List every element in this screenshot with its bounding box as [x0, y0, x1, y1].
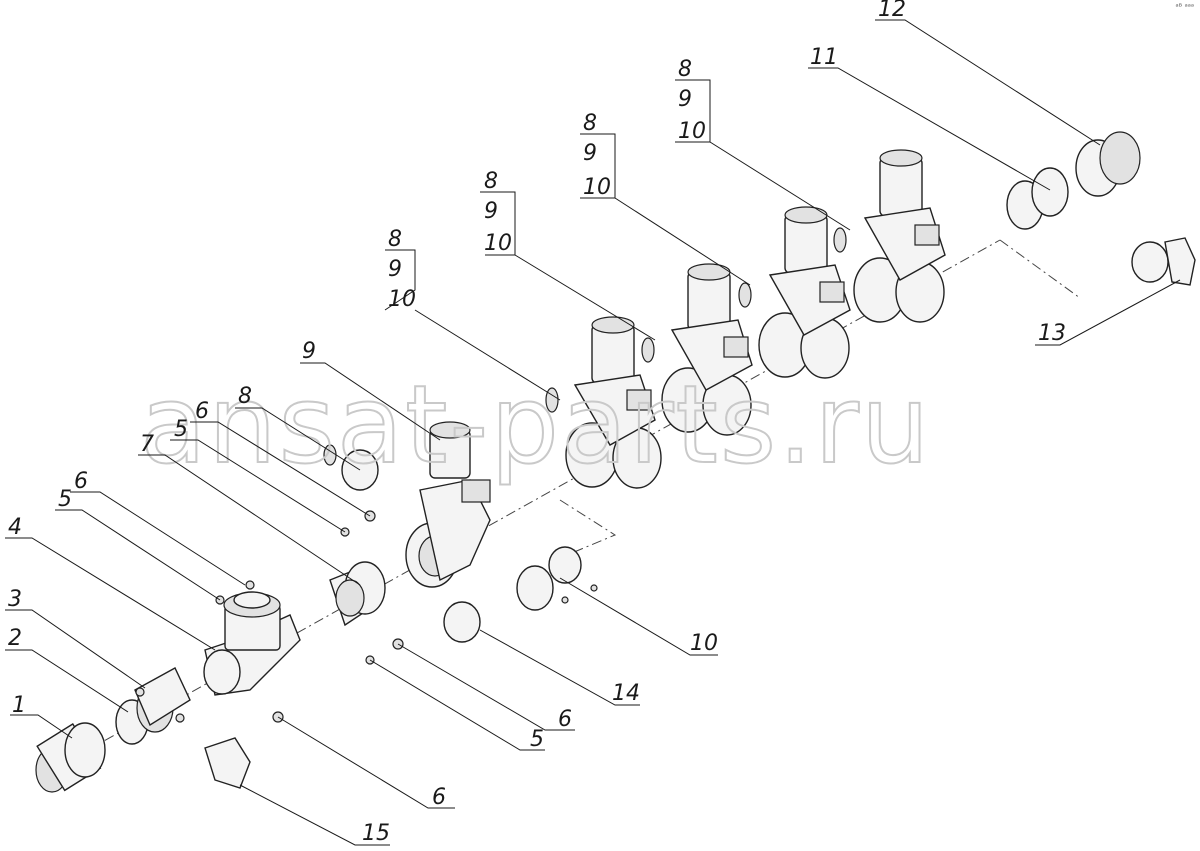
callout-10: 10 — [583, 175, 611, 200]
part-10-tee — [516, 546, 582, 611]
part-3-flange — [134, 667, 191, 727]
callout-15: 15 — [362, 821, 390, 846]
callout-1: 1 — [12, 693, 26, 718]
part-4-filter-housing — [203, 580, 301, 696]
callout-10: 10 — [678, 119, 706, 144]
callout-3: 3 — [8, 587, 22, 612]
part-15-bracket — [204, 737, 251, 789]
callout-9: 9 — [583, 141, 597, 166]
callout-5: 5 — [58, 487, 72, 512]
valve-section-5 — [833, 149, 946, 323]
callout-10: 10 — [690, 631, 718, 656]
callout-9: 9 — [388, 257, 402, 282]
callout-11: 11 — [810, 45, 838, 70]
callout-9: 9 — [484, 199, 498, 224]
watermark: ansat-parts.ru — [140, 363, 931, 488]
part-13-elbow — [1131, 237, 1196, 286]
callout-5: 5 — [174, 417, 188, 442]
valve-section-1 — [405, 421, 491, 588]
callout-9: 9 — [678, 87, 692, 112]
callout-5: 5 — [530, 727, 544, 752]
leader-lines — [5, 19, 1181, 846]
part-1-hose-coupling — [35, 722, 106, 793]
callout-8: 8 — [678, 57, 692, 82]
part-14-cap — [443, 601, 481, 643]
callout-labels: 1 2 3 4 5 6 7 5 6 8 9 8 9 10 8 9 10 8 9 … — [8, 0, 1066, 846]
callout-14: 14 — [612, 681, 640, 706]
part-12-sleeve — [1075, 131, 1141, 197]
callout-10: 10 — [484, 231, 512, 256]
part-7-flange-adapter — [329, 561, 386, 627]
callout-4: 4 — [8, 515, 22, 540]
callout-10: 10 — [388, 287, 416, 312]
callout-6: 6 — [558, 707, 572, 732]
callout-8: 8 — [583, 111, 597, 136]
corner-mark: ᵃᴮ ᵃᵃᵃ — [1175, 2, 1194, 11]
callout-6: 6 — [74, 469, 88, 494]
callout-2: 2 — [8, 626, 22, 651]
callout-6: 6 — [195, 399, 209, 424]
valve-section-2 — [545, 316, 662, 489]
callout-7: 7 — [140, 432, 154, 457]
callout-8: 8 — [484, 169, 498, 194]
valve-section-3 — [641, 263, 753, 436]
callout-9: 9 — [302, 339, 316, 364]
part-11-coupling — [1006, 167, 1069, 230]
callout-13: 13 — [1038, 321, 1066, 346]
valve-section-4 — [738, 206, 851, 379]
callout-8: 8 — [238, 384, 252, 409]
callout-8: 8 — [388, 227, 402, 252]
callout-12: 12 — [878, 0, 906, 22]
callout-6: 6 — [432, 785, 446, 810]
